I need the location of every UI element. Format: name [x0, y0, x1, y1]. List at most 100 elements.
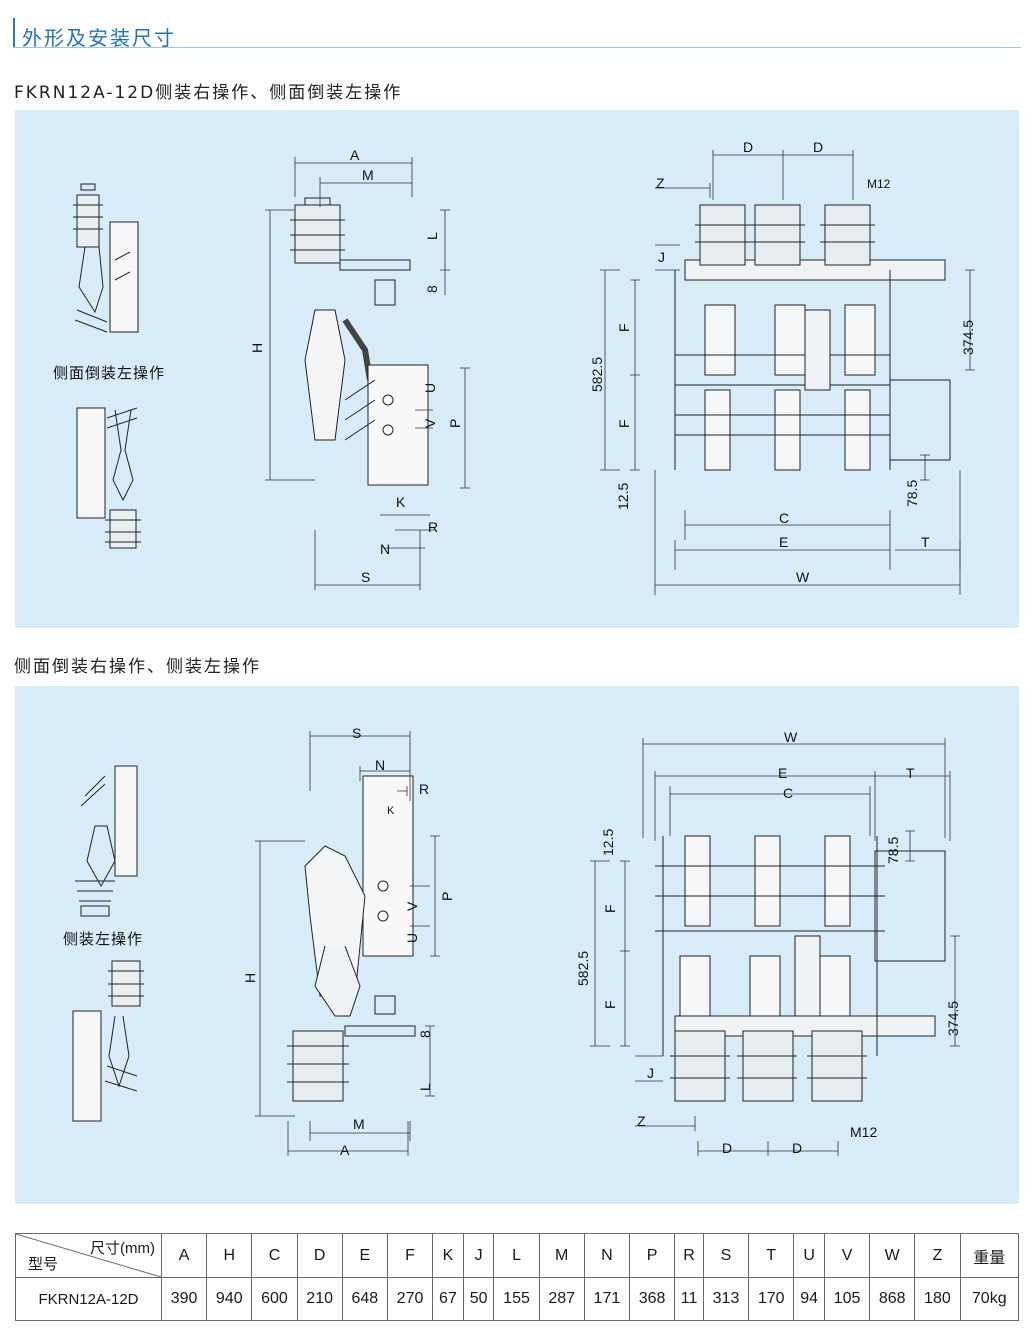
value-cell: 210 [296, 1277, 343, 1321]
dim-12-5: 12.5 [615, 483, 631, 510]
dim2-8: 8 [417, 1030, 433, 1038]
dim-K: K [396, 494, 406, 510]
front-view-1 [674, 204, 951, 471]
dim2-D-2: D [792, 1140, 802, 1156]
small-view-upper [73, 183, 139, 333]
value-cell: 155 [493, 1277, 540, 1321]
col-header: N [583, 1233, 631, 1278]
col-header: J [462, 1233, 495, 1278]
dim-Z: Z [656, 175, 665, 191]
col-header: T [748, 1233, 795, 1278]
front-view-2 [655, 835, 946, 1102]
dim-V: V [422, 418, 438, 428]
dim-M: M [362, 167, 374, 183]
dim2-A: A [340, 1142, 350, 1158]
value-cell: 180 [914, 1277, 961, 1321]
dim2-Z: Z [637, 1113, 646, 1129]
dim2-C: C [783, 785, 793, 801]
dim-W: W [796, 569, 810, 585]
col-header: H [206, 1233, 253, 1278]
dim2-H: H [242, 973, 258, 983]
drawing-2: 侧装左操作 S N R K P V U H 8 L M A W E T C 12… [63, 725, 961, 1158]
small-caption-2: 侧装左操作 [63, 930, 143, 948]
col-header: Z [914, 1233, 961, 1278]
page-title: 外形及安装尺寸 [22, 26, 176, 50]
col-header: A [160, 1233, 208, 1278]
value-cell: 313 [702, 1277, 750, 1321]
section2-title: 侧面倒装右操作、侧装左操作 [14, 657, 261, 677]
drawing-1: 侧面倒装左操作 A M L 8 H U V P K R N S D D Z M1… [53, 139, 976, 595]
drawing-panel-1: 侧面倒装左操作 A M L 8 H U V P K R N S D D Z M1… [15, 110, 1019, 628]
col-header: D [296, 1233, 343, 1278]
corner-top-label: 尺寸(mm) [90, 1240, 155, 1257]
value-cell: 390 [160, 1277, 208, 1321]
side-view-1 [290, 197, 429, 486]
dim2-W: W [784, 729, 798, 745]
dim2-V: V [404, 901, 420, 911]
dim2-374: 374.5 [945, 1001, 961, 1036]
dim-H: H [249, 343, 265, 353]
dim2-E: E [778, 765, 787, 781]
value-cell: 11 [674, 1277, 704, 1321]
dim2-12-5: 12.5 [600, 829, 616, 856]
dim-D-2: D [813, 139, 823, 155]
dim2-J: J [647, 1065, 654, 1081]
value-cell: 368 [628, 1277, 676, 1321]
col-header: U [793, 1233, 825, 1278]
dim2-78-5: 78.5 [885, 837, 901, 864]
value-cell: 105 [823, 1277, 871, 1321]
dim2-T: T [906, 765, 915, 781]
dim-D-1: D [743, 139, 753, 155]
value-cell: 600 [251, 1277, 298, 1321]
dim2-582: 582.5 [575, 951, 591, 986]
dim2-D-1: D [722, 1140, 732, 1156]
dim-582: 582.5 [589, 357, 605, 392]
value-cell: 170 [748, 1277, 795, 1321]
col-header: 重量 [959, 1233, 1019, 1278]
dim2-K: K [387, 805, 395, 817]
dim-L: L [424, 232, 440, 240]
value-cell: 868 [869, 1277, 916, 1321]
dim2-N: N [375, 757, 385, 773]
table-row: FKRN12A-12D 390 940 600 210 648 270 67 5… [15, 1277, 1019, 1321]
model-cell: FKRN12A-12D [15, 1277, 162, 1321]
dim2-S: S [352, 725, 361, 741]
table-header-row: 尺寸(mm) 型号 A H C D E F K J L M N P R S T … [15, 1233, 1019, 1278]
value-cell: 940 [206, 1277, 253, 1321]
small-caption-1: 侧面倒装左操作 [53, 364, 165, 382]
dim-N: N [380, 541, 390, 557]
dim-P: P [447, 419, 463, 428]
dim2-P: P [439, 892, 455, 901]
value-cell: 648 [341, 1277, 388, 1321]
col-header: E [341, 1233, 388, 1278]
small-view-lower [76, 407, 141, 549]
dim-R: R [428, 519, 438, 535]
corner-bottom-label: 型号 [28, 1256, 59, 1273]
dim-374: 374.5 [960, 320, 976, 355]
dim2-L: L [417, 1083, 433, 1091]
value-cell: 171 [583, 1277, 631, 1321]
col-header: M [538, 1233, 585, 1278]
value-cell: 50 [462, 1277, 495, 1321]
value-cell: 67 [432, 1277, 464, 1321]
dim-C: C [779, 510, 789, 526]
dim2-U: U [404, 933, 420, 943]
dim-T: T [921, 534, 930, 550]
header-accent-bar [13, 18, 15, 48]
dim2-M: M [353, 1116, 365, 1132]
value-cell: 287 [538, 1277, 585, 1321]
col-header: L [493, 1233, 540, 1278]
dim-78-5: 78.5 [904, 480, 920, 507]
dim-S: S [361, 569, 370, 585]
col-header: K [432, 1233, 464, 1278]
dim2-F-1: F [602, 904, 618, 913]
value-cell: 70kg [959, 1277, 1019, 1321]
col-header: W [869, 1233, 916, 1278]
dim-M12: M12 [867, 177, 891, 191]
header-rule [13, 47, 1021, 48]
drawing-panel-2: 侧装左操作 S N R K P V U H 8 L M A W E T C 12… [15, 686, 1019, 1204]
table-corner-cell: 尺寸(mm) 型号 [15, 1233, 162, 1278]
col-header: F [386, 1233, 434, 1278]
dim-E: E [779, 534, 788, 550]
col-header: V [823, 1233, 871, 1278]
